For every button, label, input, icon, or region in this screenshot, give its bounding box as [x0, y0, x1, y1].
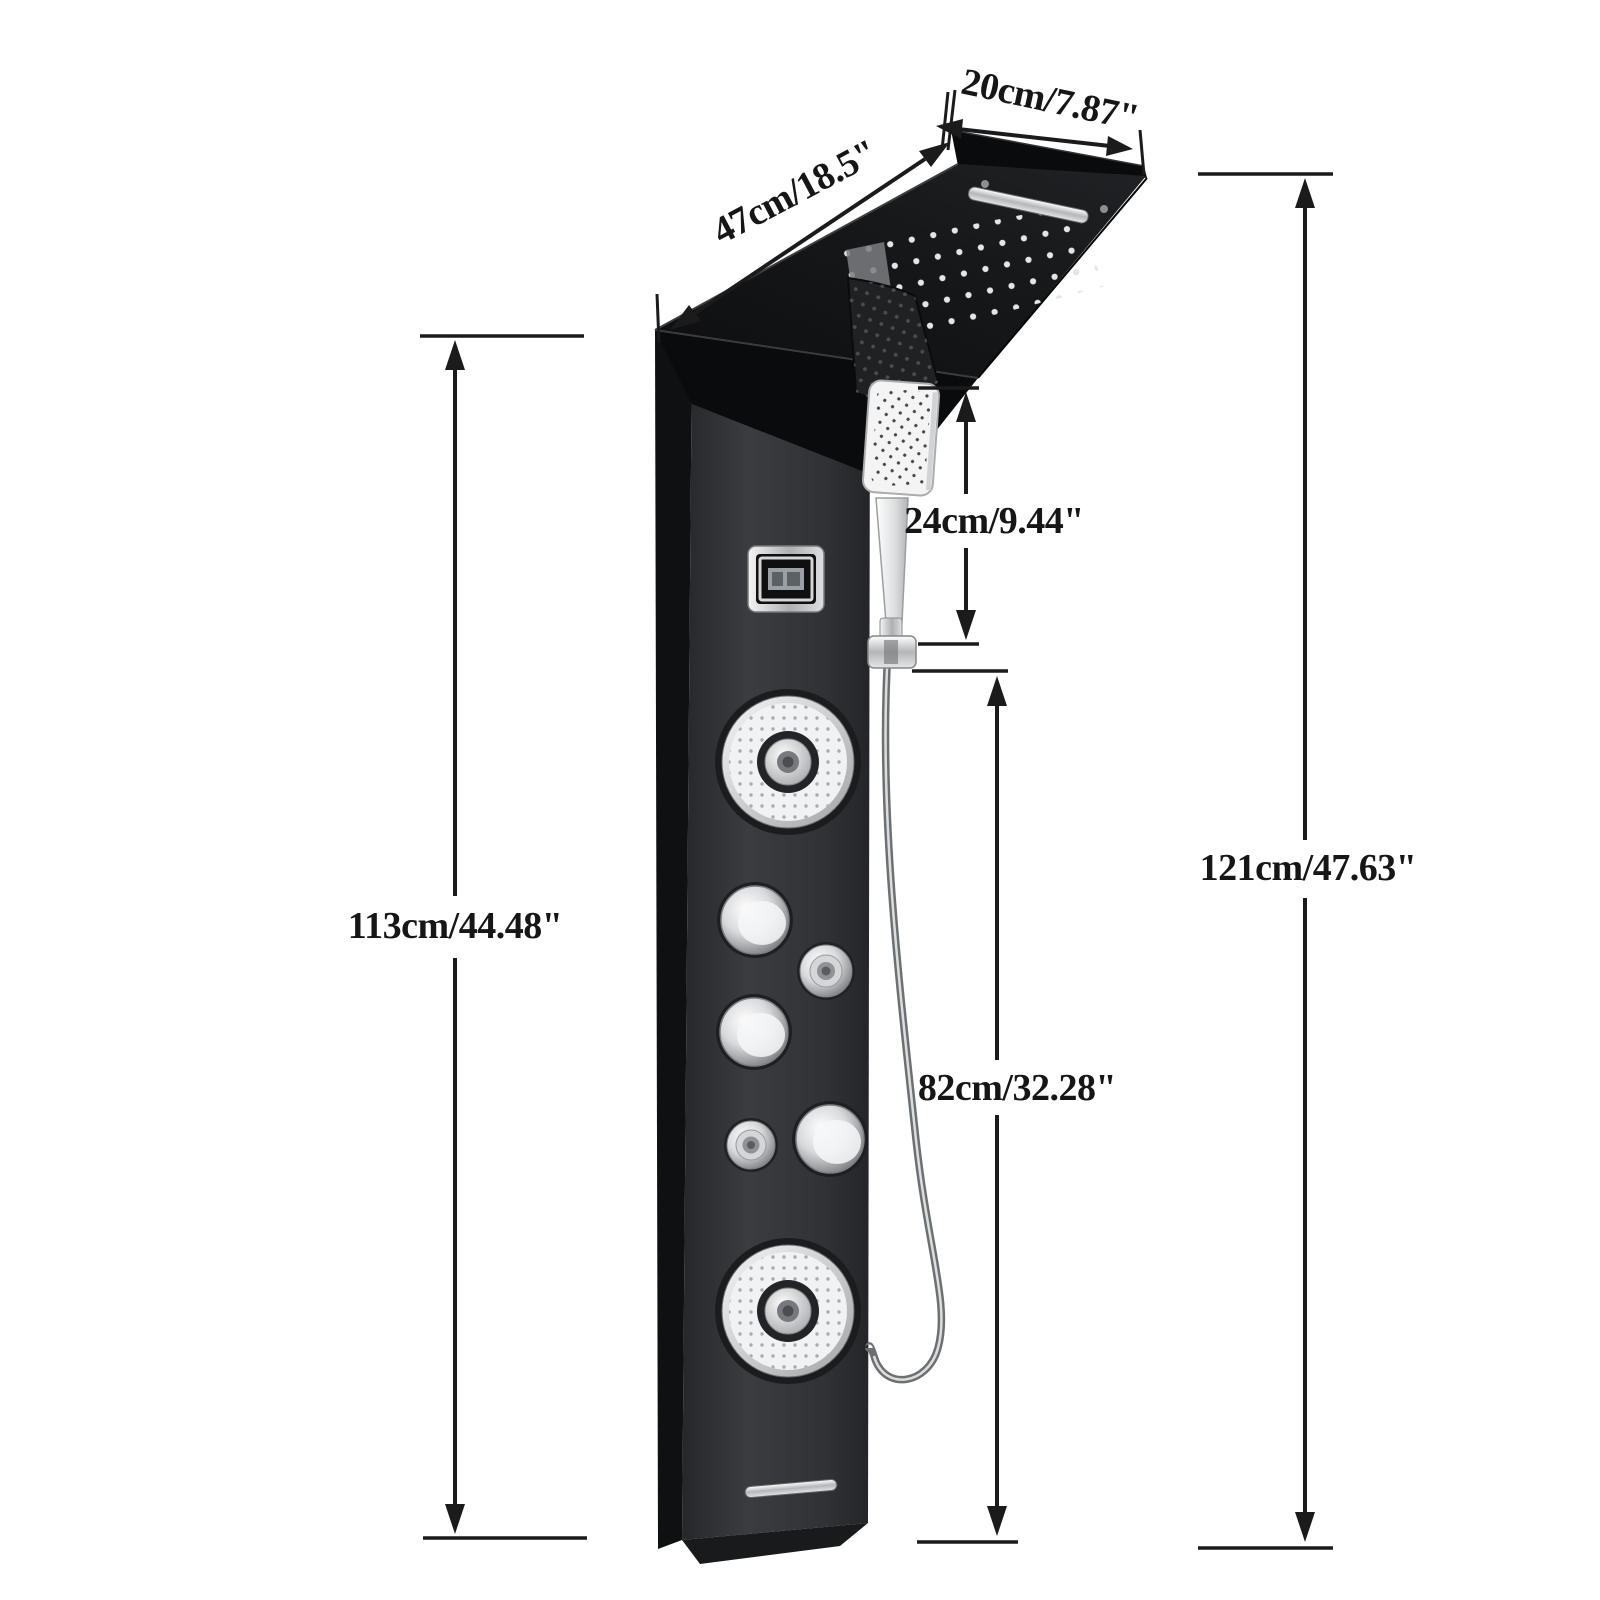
massage-jet-left	[724, 1118, 778, 1172]
dim-hand-shower	[918, 386, 979, 646]
mixer-knob-1	[717, 882, 793, 958]
dim-top-width	[940, 91, 1146, 176]
body-jet-bottom	[715, 1238, 861, 1384]
screw	[1100, 205, 1108, 213]
hand-shower-nozzles	[871, 388, 931, 488]
panel-base	[682, 1523, 868, 1564]
dimension-arrowheads	[445, 119, 1315, 1542]
dimension-lines	[420, 89, 1333, 1550]
waterfall-mesh-dots	[848, 278, 938, 404]
head-left-edge	[654, 163, 959, 331]
massage-jet-right	[797, 942, 855, 1000]
waterfall-slot	[967, 186, 1089, 224]
mixer-knob-3	[792, 1101, 868, 1177]
label-overall-height: 121cm/47.63"	[1199, 847, 1417, 889]
dim-overall-height	[1198, 172, 1333, 1550]
shower-hose	[865, 649, 946, 1384]
hand-shower	[861, 379, 941, 669]
body-jet-top	[715, 689, 861, 835]
mixer-knob-2	[716, 994, 792, 1070]
label-hand-shower: 24cm/9.44"	[904, 500, 1084, 542]
label-lower-section: 82cm/32.28"	[917, 1067, 1117, 1109]
head-back-wall	[951, 130, 1147, 178]
temperature-display	[747, 545, 825, 613]
screw	[981, 180, 989, 188]
label-panel-height: 113cm/44.48"	[347, 905, 563, 947]
handle-connector	[879, 617, 903, 639]
dim-panel-height	[420, 334, 587, 1540]
tub-spout	[744, 1478, 838, 1499]
dim-lower-section	[912, 669, 1018, 1544]
panel-side-face	[655, 330, 692, 1549]
dim-top-length	[655, 89, 957, 344]
head-back-edge	[950, 129, 1145, 167]
